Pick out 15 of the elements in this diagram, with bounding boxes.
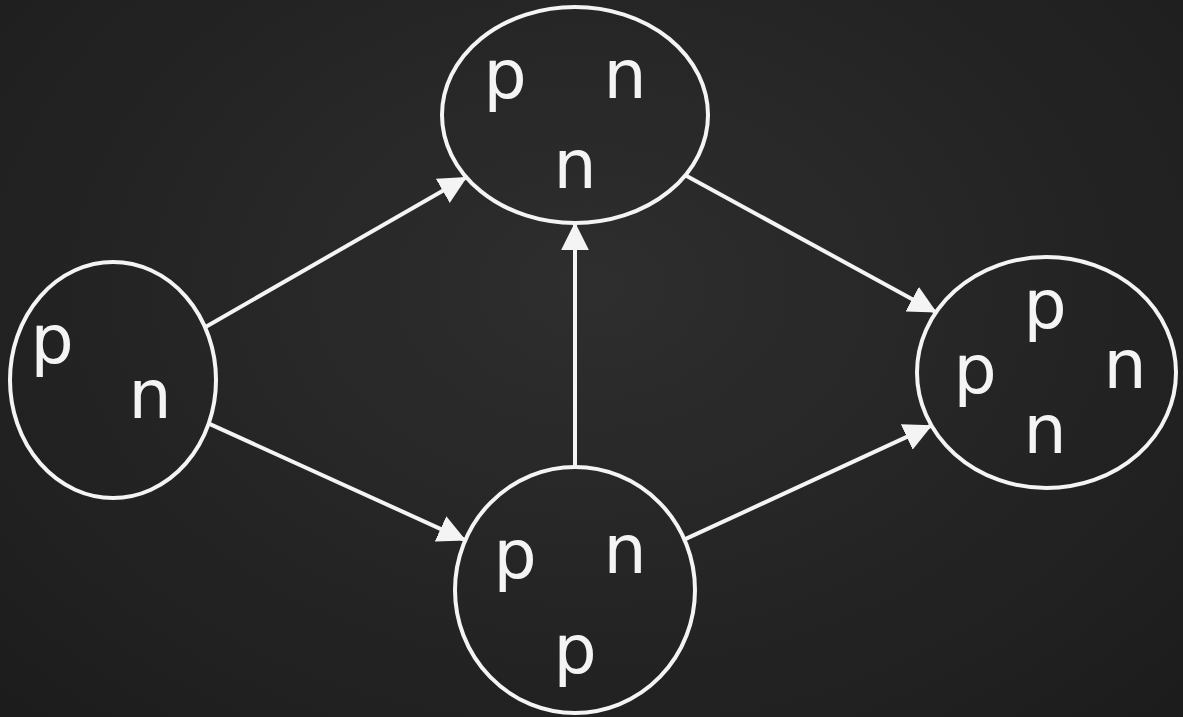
particle-label: n <box>128 361 172 429</box>
arrow <box>204 176 468 329</box>
arrow <box>561 222 589 467</box>
arrow <box>208 422 467 542</box>
particle-label: n <box>1103 331 1147 399</box>
circle-node <box>453 465 697 715</box>
circle-node <box>8 260 218 500</box>
particle-label: n <box>553 131 597 199</box>
particle-label: n <box>603 41 647 109</box>
particle-label: n <box>603 516 647 584</box>
circle-node <box>440 5 710 225</box>
arrow <box>684 424 933 541</box>
arrow <box>685 174 937 314</box>
circle-node <box>915 255 1178 490</box>
particle-label: n <box>1023 396 1067 464</box>
